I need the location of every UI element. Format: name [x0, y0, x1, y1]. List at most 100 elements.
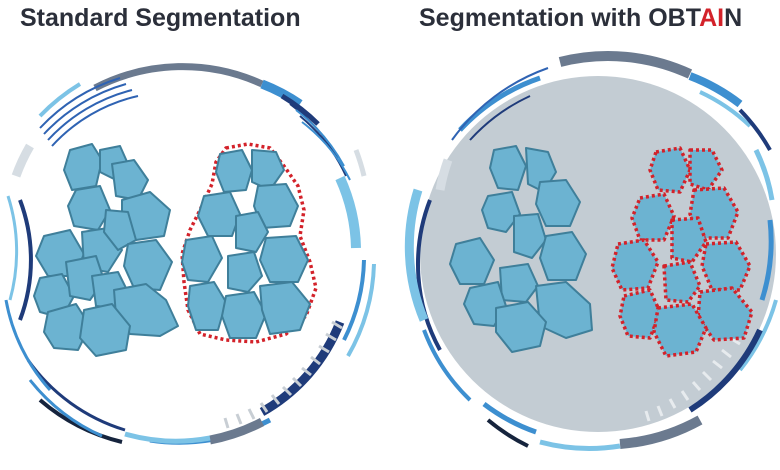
tick [281, 385, 293, 397]
tick [223, 417, 230, 429]
segmented-cell [648, 146, 692, 194]
tick [331, 320, 343, 330]
tick [712, 359, 723, 370]
brand-name: OBTAIN [648, 4, 742, 32]
tick [668, 398, 677, 409]
cell [259, 281, 311, 335]
left-ring-arcs [4, 63, 376, 445]
cell [259, 235, 309, 283]
cell [215, 149, 253, 193]
cell [495, 301, 547, 353]
segmented-cell [618, 288, 662, 340]
left-ring-arc [260, 79, 303, 108]
left-ring-arc [280, 93, 320, 126]
left-ring-arc [28, 379, 103, 438]
right-ring-arc [753, 148, 775, 201]
cell [63, 143, 103, 191]
left-panel-title: Standard Segmentation [20, 4, 301, 32]
segmented-cell [630, 192, 676, 242]
right-ring-arc [486, 418, 529, 448]
brand-accent-letters: AI [699, 4, 725, 32]
right-ring-arc [619, 415, 703, 449]
segmented-cell [652, 302, 708, 358]
left-ring-arc [38, 82, 82, 118]
right-ring-arc [699, 90, 752, 128]
cell [481, 191, 521, 233]
left-ring-arc [18, 199, 33, 321]
left-ring-arc [38, 398, 123, 444]
left-ring-arc [346, 263, 376, 357]
right-cluster-b [610, 146, 754, 358]
right-ring-arc [435, 158, 453, 191]
left-ring-arc [39, 77, 121, 129]
right-ring-arc [469, 95, 531, 141]
right-ring-arc [738, 108, 772, 151]
brand-part-1: OBT [648, 4, 700, 32]
tick [691, 381, 702, 391]
cell [539, 231, 587, 281]
left-cluster-b [181, 149, 311, 339]
right-ring-arc [759, 219, 774, 301]
left-ring-arc [335, 175, 361, 249]
tick [644, 410, 651, 422]
tick [270, 394, 281, 405]
left-tick-band [223, 320, 343, 429]
tick [701, 370, 713, 382]
left-ring-arc [43, 83, 127, 135]
right-dish [404, 51, 778, 451]
left-ring-arc [295, 109, 345, 167]
cell [235, 211, 269, 253]
right-ring-arc [415, 199, 442, 351]
left-segmentation-outline [180, 142, 318, 344]
cell [123, 239, 173, 291]
left-cluster-a [33, 143, 179, 357]
right-ring-arc [482, 402, 537, 435]
left-ring-arc [301, 121, 351, 181]
left-ring-arc [6, 195, 19, 301]
cell [513, 213, 547, 259]
left-ring-arc [342, 259, 366, 341]
tick [247, 408, 256, 420]
left-ring-arc [11, 143, 34, 178]
cell [79, 303, 131, 357]
tick [291, 376, 303, 388]
right-cluster-a [449, 145, 593, 353]
right-ring-arc [688, 328, 763, 413]
cell [187, 281, 227, 331]
right-ring-arc [422, 329, 472, 402]
right-ring-arc [404, 188, 429, 322]
segmented-cell [688, 148, 724, 192]
tick [318, 344, 330, 354]
cell [221, 291, 267, 339]
segmented-cell [610, 238, 660, 292]
right-ring-arc [558, 51, 693, 79]
tick [721, 348, 732, 359]
left-ring-arc [353, 149, 367, 177]
right-ring-arcs [404, 51, 778, 451]
tick [680, 390, 690, 401]
cell [535, 179, 581, 227]
right-tick-band [644, 336, 741, 422]
right-ring-arc [451, 67, 549, 141]
cell [227, 251, 263, 293]
segmented-cell [688, 186, 740, 240]
segmented-cell [662, 260, 702, 304]
right-title-prefix: Segmentation with [419, 4, 649, 32]
segmented-cell [696, 286, 754, 342]
tick [656, 405, 664, 417]
left-ring-arc [51, 95, 139, 147]
cell [251, 149, 285, 191]
cell [197, 191, 241, 237]
right-ring-arc [539, 439, 621, 451]
left-ring-arc [4, 299, 52, 392]
cell [489, 145, 527, 191]
right-ring-arc [738, 299, 778, 372]
right-ring-arc [688, 72, 743, 108]
cell [253, 183, 299, 229]
tick [325, 332, 337, 342]
cell [111, 159, 149, 201]
left-ring-arc [124, 431, 211, 444]
brand-part-2: N [724, 4, 743, 32]
